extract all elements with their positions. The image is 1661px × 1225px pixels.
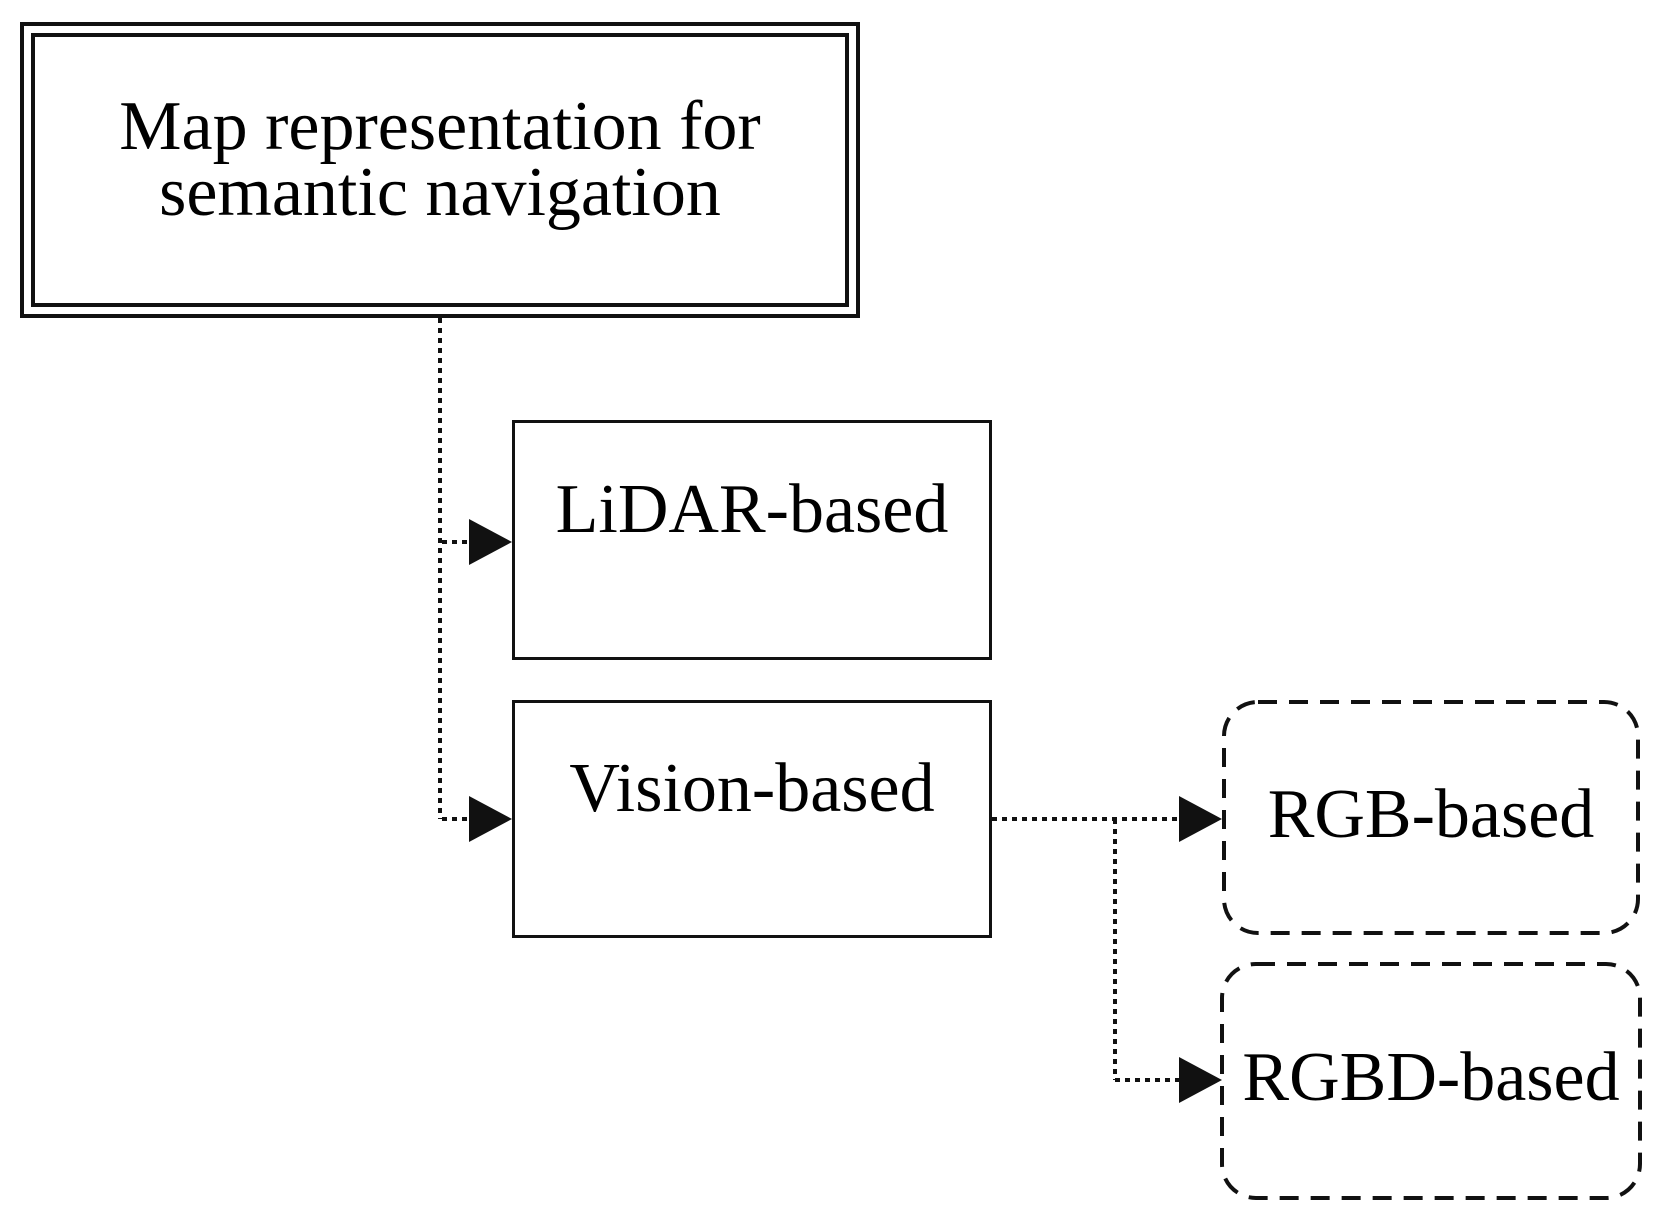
node-rgb-based-label: RGB-based xyxy=(1267,775,1595,853)
node-vision-based-label: Vision-based xyxy=(569,750,935,827)
arrowhead-rgbd-icon xyxy=(1179,1057,1222,1103)
node-rgbd-based-label: RGBD-based xyxy=(1242,1039,1620,1116)
arrowhead-vision-icon xyxy=(469,796,512,842)
root-label-line-1: Map representation for xyxy=(119,88,761,165)
node-lidar-based-label: LiDAR-based xyxy=(555,471,949,548)
connector-vision-branch-drop xyxy=(1113,819,1117,1080)
root-label-line-2: semantic navigation xyxy=(159,154,721,231)
connector-branch-vision xyxy=(442,817,469,821)
node-vision-based: Vision-based xyxy=(512,700,992,938)
node-lidar-based: LiDAR-based xyxy=(512,420,992,660)
node-map-representation: Map representation for semantic navigati… xyxy=(20,22,860,318)
arrowhead-rgb-icon xyxy=(1179,796,1222,842)
node-rgb-based: RGB-based xyxy=(1222,700,1640,935)
rgb-dashed-border xyxy=(1222,700,1640,935)
arrowhead-lidar-icon xyxy=(469,519,512,565)
connector-branch-lidar xyxy=(442,540,469,544)
connector-branch-rgbd xyxy=(1115,1078,1179,1082)
node-rgbd-based: RGBD-based xyxy=(1220,962,1642,1200)
connector-root-stem xyxy=(438,318,442,819)
node-map-representation-label: Map representation for semantic navigati… xyxy=(119,88,761,231)
node-map-representation-inner-border: Map representation for semantic navigati… xyxy=(31,33,849,307)
connector-vision-to-rgb xyxy=(992,817,1179,821)
